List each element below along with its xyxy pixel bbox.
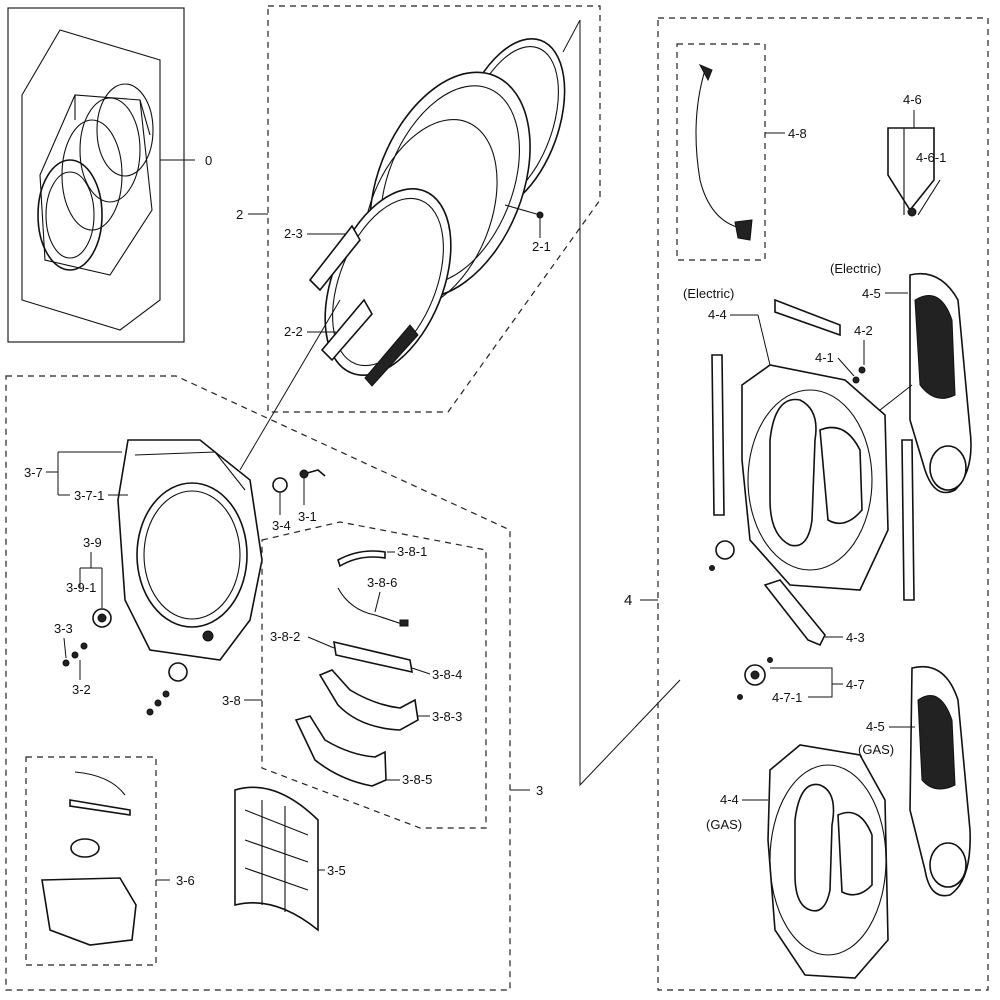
label-3-8-2: 3-8-2 xyxy=(270,629,300,644)
assembly-drum-drawing xyxy=(37,83,154,276)
label-4-6-1: 4-6-1 xyxy=(916,150,946,165)
label-gas-4-4: (GAS) xyxy=(706,817,742,832)
label-0: 0 xyxy=(205,153,212,168)
label-4-5-electric: 4-5 xyxy=(862,286,881,301)
label-4-4-gas: 4-4 xyxy=(720,792,739,807)
label-2-3: 2-3 xyxy=(284,226,303,241)
label-electric-4-5: (Electric) xyxy=(830,261,881,276)
group-4-rear: 4 4-8 4-6 4-6-1 (Electric) 4-5 (Electric… xyxy=(624,17,989,991)
label-3-6: 3-6 xyxy=(176,873,195,888)
rear-box xyxy=(657,17,989,991)
label-3-8-4: 3-8-4 xyxy=(432,667,462,682)
drum-box xyxy=(267,5,601,413)
part-3-6-duct xyxy=(41,877,137,946)
label-2-2: 2-2 xyxy=(284,324,303,339)
label-gas-4-5: (GAS) xyxy=(858,742,894,757)
label-4-7-1: 4-7-1 xyxy=(772,690,802,705)
label-3-9: 3-9 xyxy=(83,535,102,550)
part-3-5-lint-filter xyxy=(234,786,319,932)
part-4-4-electric-panel xyxy=(741,364,889,591)
label-4-4-electric: 4-4 xyxy=(708,307,727,322)
label-3-1: 3-1 xyxy=(298,509,317,524)
label-3-3: 3-3 xyxy=(54,621,73,636)
cord-box xyxy=(676,43,766,261)
label-4-8: 4-8 xyxy=(788,126,807,141)
connector-2-4 xyxy=(579,20,681,787)
label-4-2: 4-2 xyxy=(854,323,873,338)
part-3-4 xyxy=(272,477,288,493)
part-3-8-1 xyxy=(337,550,386,568)
duct-box xyxy=(25,756,157,966)
group-3-front: 3 3-7 3-7-1 3-4 3-1 3-9 3-9-1 3-3 xyxy=(5,299,543,991)
label-3-8-5: 3-8-5 xyxy=(402,772,432,787)
label-electric-4-4: (Electric) xyxy=(683,286,734,301)
part-3-8-5 xyxy=(294,715,387,787)
baffle-extra xyxy=(364,324,419,387)
part-4-6 xyxy=(887,127,935,212)
part-3-8-3 xyxy=(318,669,419,731)
baffle-2-3 xyxy=(308,224,361,292)
label-3-7: 3-7 xyxy=(24,465,43,480)
part-3-8-4 xyxy=(333,640,413,674)
label-3-8-3: 3-8-3 xyxy=(432,709,462,724)
label-3-4: 3-4 xyxy=(272,518,291,533)
label-3-7-1: 3-7-1 xyxy=(74,488,104,503)
label-3-8: 3-8 xyxy=(222,693,241,708)
filter-housing-box xyxy=(261,521,487,829)
part-3-6-strip xyxy=(74,771,126,796)
part-4-8-cord xyxy=(695,69,741,229)
label-3-5: 3-5 xyxy=(327,863,346,878)
label-3-8-1: 3-8-1 xyxy=(397,544,427,559)
assembly-outline xyxy=(21,29,161,331)
label-3-8-6: 3-8-6 xyxy=(367,575,397,590)
label-4: 4 xyxy=(624,592,632,609)
bracket-right xyxy=(901,439,915,601)
group-0-assembly: 0 xyxy=(7,7,212,343)
label-4-7: 4-7 xyxy=(846,677,865,692)
label-3: 3 xyxy=(536,783,543,798)
part-3-8-6 xyxy=(337,587,406,626)
group-2-drum: 2 2-1 2-3 2-2 xyxy=(236,5,601,413)
label-2: 2 xyxy=(236,207,243,222)
label-2-1: 2-1 xyxy=(532,239,551,254)
label-4-6: 4-6 xyxy=(903,92,922,107)
label-3-2: 3-2 xyxy=(72,682,91,697)
label-4-5-gas: 4-5 xyxy=(866,719,885,734)
bracket-left xyxy=(711,354,725,516)
bracket-top xyxy=(774,298,841,337)
label-4-1: 4-1 xyxy=(815,350,834,365)
part-4-3 xyxy=(763,579,826,647)
assembly-box xyxy=(7,7,185,343)
baffle-2-2 xyxy=(320,298,373,362)
front-opening xyxy=(136,482,248,628)
label-4-3: 4-3 xyxy=(846,630,865,645)
label-3-9-1: 3-9-1 xyxy=(66,580,96,595)
